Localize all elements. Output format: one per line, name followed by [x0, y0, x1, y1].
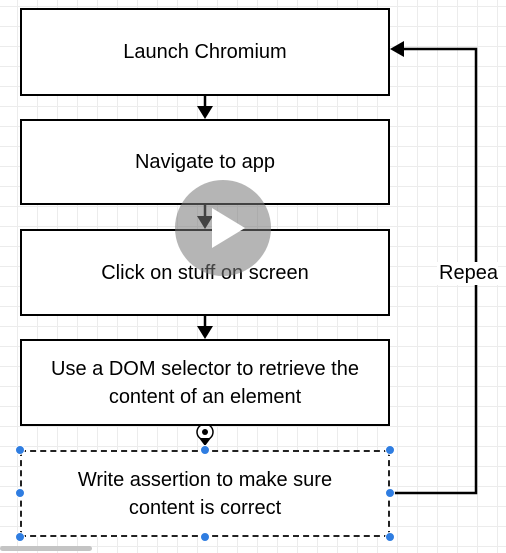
horizontal-scrollbar[interactable] — [0, 546, 92, 551]
arrowhead-3-4 — [197, 326, 213, 339]
play-icon — [212, 208, 245, 248]
resize-handle-middle-right[interactable] — [385, 488, 395, 498]
loop-arrowhead — [390, 41, 404, 57]
step-label: Write assertion to make sure content is … — [77, 468, 333, 519]
resize-handle-top-left[interactable] — [15, 445, 25, 455]
play-button[interactable] — [175, 180, 271, 276]
step-write-assertion[interactable]: Write assertion to make sure content is … — [20, 450, 390, 537]
arrowhead-1-2 — [197, 106, 213, 119]
resize-handle-bottom-center[interactable] — [200, 532, 210, 542]
loop-label: Repea — [437, 262, 498, 285]
step-label: Navigate to app — [134, 151, 276, 173]
connection-anchor-icon — [196, 423, 214, 446]
resize-handle-bottom-right[interactable] — [385, 532, 395, 542]
step-launch-chromium[interactable]: Launch Chromium — [20, 8, 390, 96]
resize-handle-bottom-left[interactable] — [15, 532, 25, 542]
step-label: Use a DOM selector to retrieve the conte… — [51, 357, 359, 408]
resize-handle-top-right[interactable] — [385, 445, 395, 455]
resize-handle-top-center[interactable] — [200, 445, 210, 455]
resize-handle-middle-left[interactable] — [15, 488, 25, 498]
step-dom-selector[interactable]: Use a DOM selector to retrieve the conte… — [20, 339, 390, 426]
step-label: Launch Chromium — [123, 41, 287, 63]
